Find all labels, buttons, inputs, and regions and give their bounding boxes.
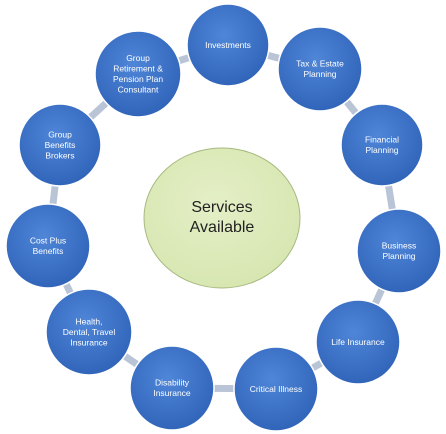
service-node-label: Planning <box>382 251 415 261</box>
center-circle: Services Available <box>143 147 301 289</box>
service-node-label: Benefits <box>33 246 64 256</box>
service-node-circle <box>129 345 215 431</box>
service-node-label: Insurance <box>153 388 191 398</box>
service-node-label: Cost Plus <box>30 236 66 246</box>
service-node-life-insurance: Life Insurance <box>315 299 401 385</box>
service-node-label: Retirement & <box>113 64 163 74</box>
service-node-label: Investments <box>205 40 251 50</box>
service-node-circle <box>45 288 133 376</box>
service-node-label: Planning <box>303 69 336 79</box>
center-title-line-2: Available <box>190 219 255 236</box>
service-node-circle <box>340 103 424 187</box>
service-node-critical-illness: Critical Illness <box>233 346 319 432</box>
service-node-label: Group <box>126 53 150 63</box>
service-node-label: Brokers <box>45 150 74 160</box>
service-node-label: Health, <box>76 316 103 326</box>
service-node-label: Planning <box>365 145 398 155</box>
service-node-label: Group <box>48 129 72 139</box>
service-node-label: Business <box>382 241 417 251</box>
service-node-label: Dental, Travel <box>63 327 116 337</box>
service-node-circle <box>233 346 319 432</box>
service-node-label: Pension Plan <box>113 74 163 84</box>
service-node-circle <box>277 26 363 112</box>
service-node-circle <box>5 203 91 289</box>
service-node-label: Tax & Estate <box>296 59 344 69</box>
service-node-label: Insurance <box>70 337 108 347</box>
service-node-circle <box>186 3 270 87</box>
service-node-label: Benefits <box>45 140 76 150</box>
service-node-investments: Investments <box>186 3 270 87</box>
service-node-label: Critical Illness <box>250 384 302 394</box>
service-node-label: Disability <box>155 378 190 388</box>
service-node-circle <box>18 103 102 187</box>
service-node-label: Consultant <box>118 85 159 95</box>
service-node-circle <box>315 299 401 385</box>
service-node-label: Financial <box>365 135 399 145</box>
center-title-line-1: Services <box>191 199 252 216</box>
service-node-circle <box>94 30 182 118</box>
service-node-circle <box>356 208 442 294</box>
service-node-label: Life Insurance <box>331 337 385 347</box>
